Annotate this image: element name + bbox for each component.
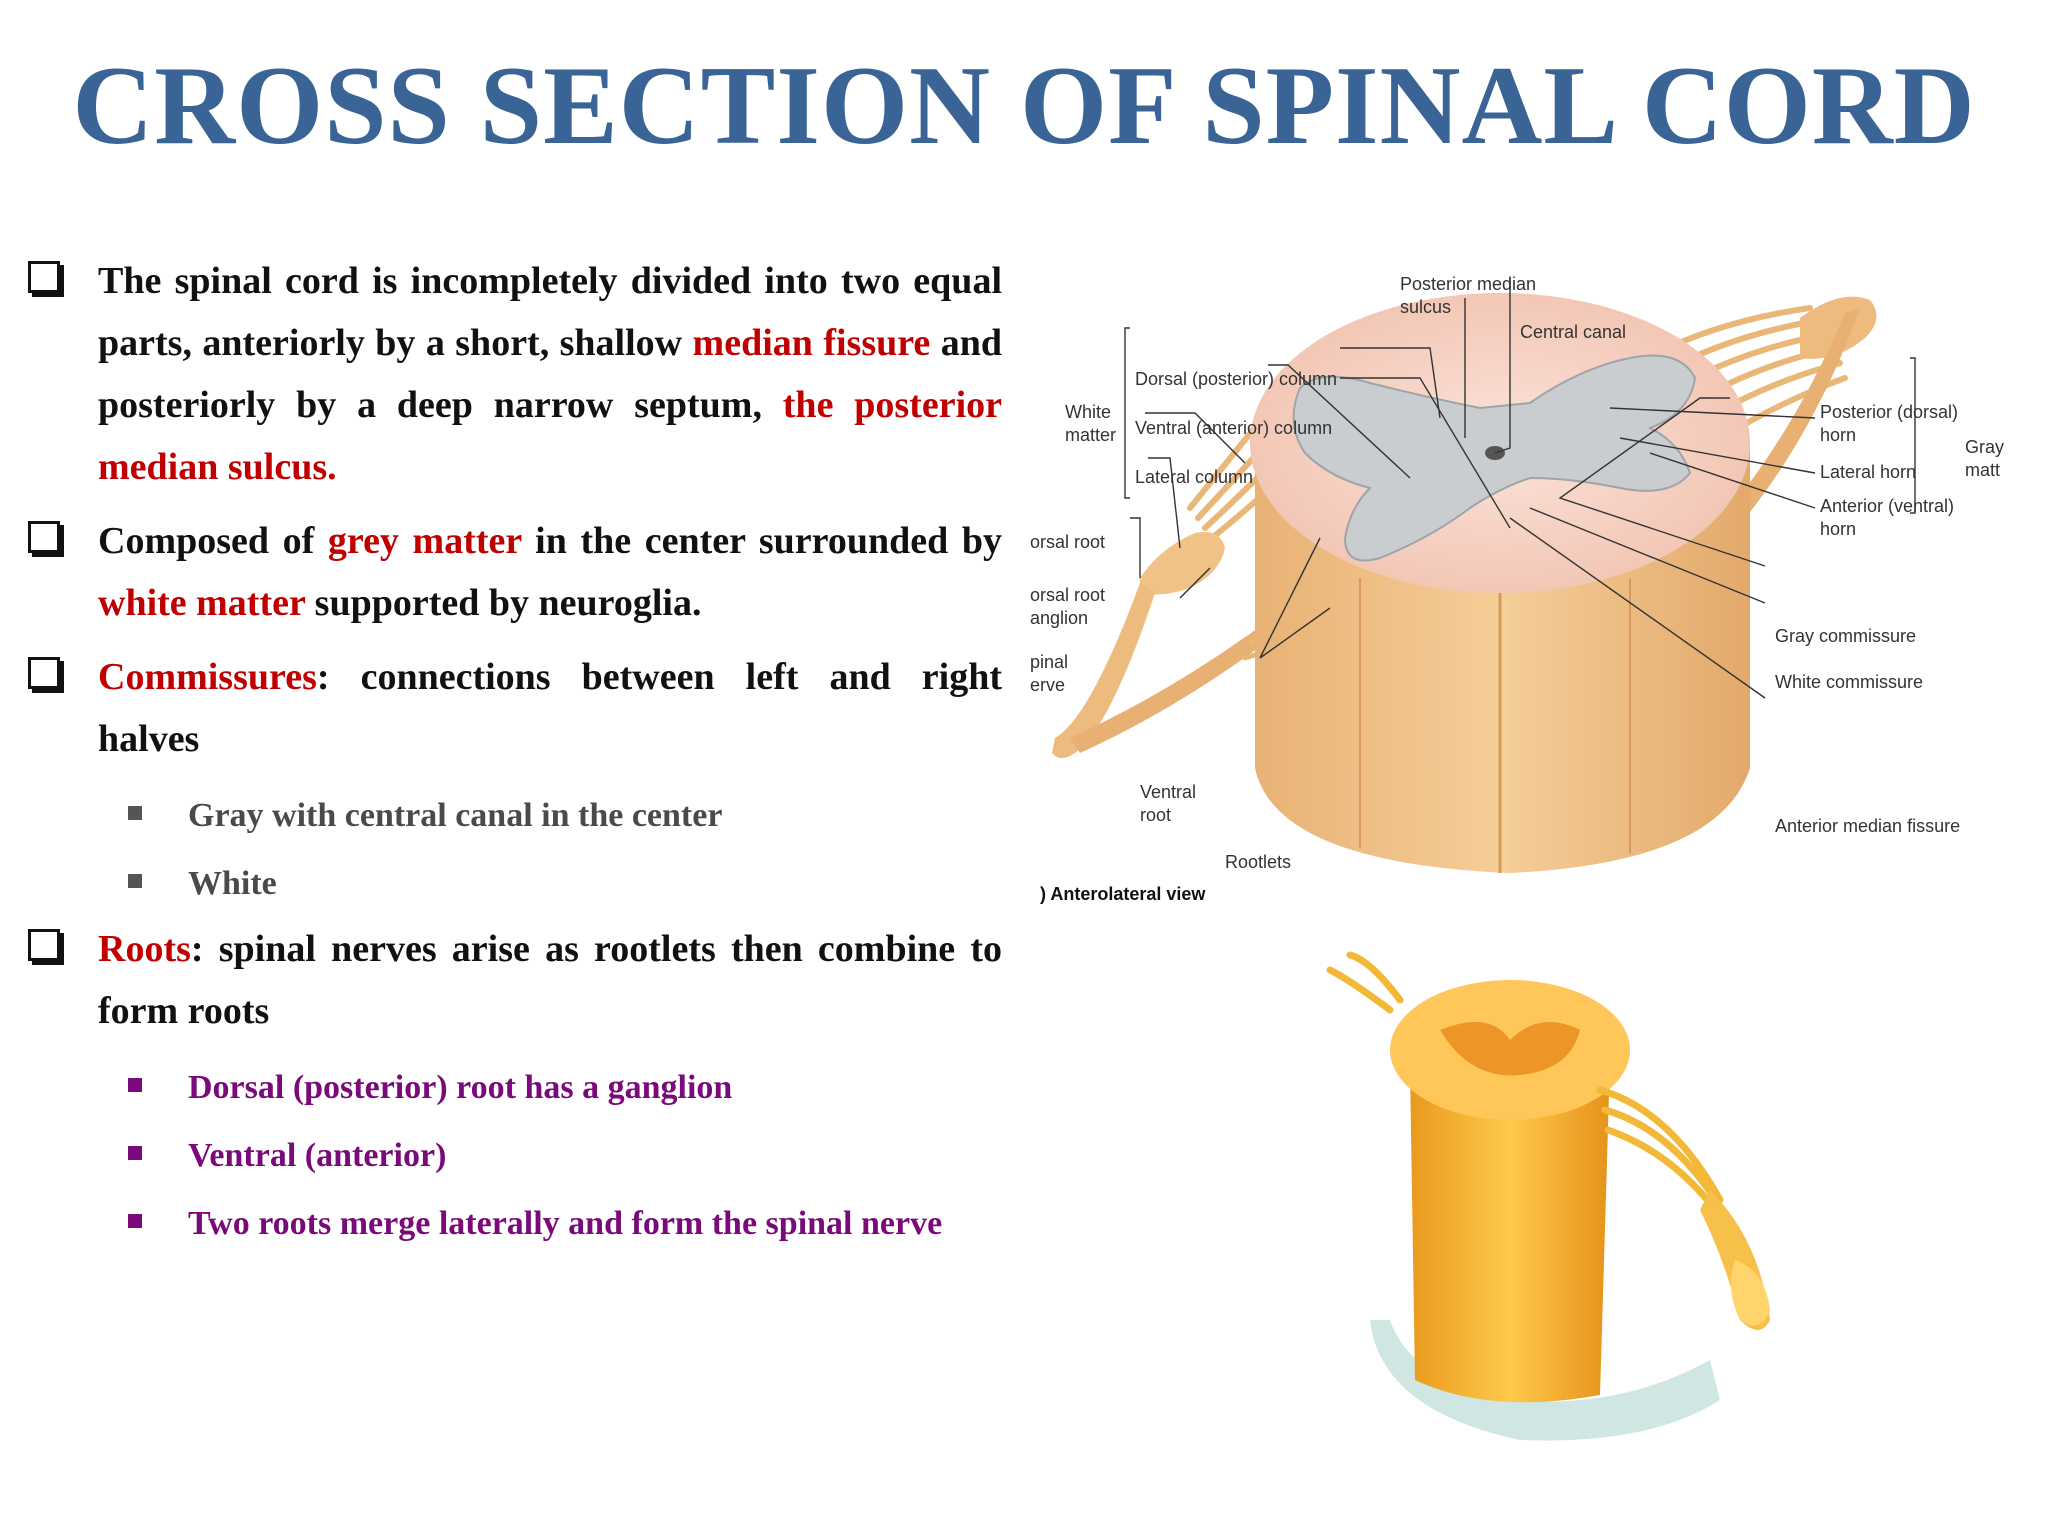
model-grey-matter (1440, 1022, 1580, 1076)
left-spinal-nerve (1052, 583, 1155, 758)
label-spinal-nerve-1: pinal (1030, 652, 1068, 672)
square-bullet-icon (128, 806, 142, 820)
spinal-cord-3d-model (1320, 940, 1820, 1460)
label-ventral-root-2: root (1140, 805, 1171, 825)
spinal-cord-illustration: Posterior median sulcus Central canal Wh… (1030, 274, 2004, 904)
bullet-list: The spinal cord is incompletely divided … (22, 250, 1002, 1258)
label-dorsal-root: orsal root (1030, 532, 1105, 552)
label-lateral-column: Lateral column (1135, 467, 1253, 487)
bullet-item: Roots: spinal nerves arise as rootlets t… (22, 918, 1002, 1042)
label-anterior-horn-2: horn (1820, 519, 1856, 539)
bullet-text-span: The spinal cord is incompletely divided … (98, 260, 1002, 364)
highlight-term: Roots (98, 928, 191, 970)
highlight-term: median fissure (692, 322, 931, 364)
label-white-commissure: White commissure (1775, 672, 1923, 692)
label-gray-commissure: Gray commissure (1775, 626, 1916, 646)
label-gray-matter-2: matt (1965, 460, 2000, 480)
spinal-cord-3d-illustration (1326, 951, 1770, 1441)
page-title: CROSS SECTION OF SPINAL CORD (72, 44, 1976, 168)
square-bullet-icon (128, 1214, 142, 1228)
label-matter: matter (1065, 425, 1116, 445)
bullet-item: Composed of grey matter in the center su… (22, 510, 1002, 634)
bullet-text: The spinal cord is incompletely divided … (98, 250, 1002, 498)
checkbox-bullet-icon (28, 929, 60, 961)
label-rootlets: Rootlets (1225, 852, 1291, 872)
bullet-text-span: in the center surrounded by (521, 520, 1002, 562)
spinal-cord-diagram: Posterior median sulcus Central canal Wh… (1030, 248, 2030, 928)
bullet-text: Composed of grey matter in the center su… (98, 510, 1002, 634)
checkbox-bullet-icon (28, 657, 60, 689)
label-dorsal-root-ganglion-2: anglion (1030, 608, 1088, 628)
bullet-text: Commissures: connections between left an… (98, 646, 1002, 770)
sub-bullet-text: Two roots merge laterally and form the s… (188, 1205, 943, 1242)
left-ventral-root (1070, 608, 1295, 753)
model-cord-body (1410, 1060, 1610, 1403)
label-central-canal: Central canal (1520, 322, 1626, 342)
bullet-item: Commissures: connections between left an… (22, 646, 1002, 770)
label-ventral-column: Ventral (anterior) column (1135, 418, 1332, 438)
sub-bullet-item: White (22, 850, 1002, 918)
label-sulcus: sulcus (1400, 297, 1451, 317)
label-gray-matter-1: Gray (1965, 437, 2004, 457)
label-posterior-median: Posterior median (1400, 274, 1536, 294)
right-spinal-nerve (1705, 308, 1860, 548)
highlight-term: Commissures (98, 656, 317, 698)
square-bullet-icon (128, 1078, 142, 1092)
bullet-text-span: : connections between left and right hal… (98, 656, 1002, 760)
square-bullet-icon (128, 1146, 142, 1160)
sub-bullet-text: Gray with central canal in the center (188, 797, 723, 834)
sub-bullet-item: Dorsal (posterior) root has a ganglion (22, 1054, 1002, 1122)
label-dorsal-root-ganglion-1: orsal root (1030, 585, 1105, 605)
square-bullet-icon (128, 874, 142, 888)
sub-bullet-item: Gray with central canal in the center (22, 782, 1002, 850)
label-anterior-horn-1: Anterior (ventral) (1820, 496, 1954, 516)
highlight-term: the posterior median sulcus. (98, 384, 1003, 488)
label-lateral-horn: Lateral horn (1820, 462, 1916, 482)
bullet-text-span: Composed of (98, 520, 328, 562)
model-sheath (1370, 1320, 1720, 1441)
bullet-text: Roots: spinal nerves arise as rootlets t… (98, 918, 1002, 1042)
label-posterior-horn-1: Posterior (dorsal) (1820, 402, 1958, 422)
bullet-item: The spinal cord is incompletely divided … (22, 250, 1002, 498)
highlight-term: grey matter (327, 520, 522, 562)
sub-bullet-text: White (188, 865, 277, 902)
label-posterior-horn-2: horn (1820, 425, 1856, 445)
sub-bullet-text: Ventral (anterior) (188, 1137, 447, 1174)
label-dorsal-column: Dorsal (posterior) column (1135, 369, 1337, 389)
bullet-text-span: and posteriorly by a deep narrow septum, (98, 322, 1002, 426)
bullet-text-span: : spinal nerves arise as rootlets then c… (98, 928, 1002, 1032)
model-ganglion (1731, 1260, 1770, 1326)
highlight-term: white matter (98, 582, 306, 624)
sub-bullet-item: Two roots merge laterally and form the s… (22, 1190, 1002, 1258)
label-white: White (1065, 402, 1111, 422)
label-spinal-nerve-2: erve (1030, 675, 1065, 695)
label-anterior-median-fissure: Anterior median fissure (1775, 816, 1960, 836)
leader-lines (1124, 278, 1916, 699)
sub-bullet-text: Dorsal (posterior) root has a ganglion (188, 1069, 733, 1106)
checkbox-bullet-icon (28, 521, 60, 553)
checkbox-bullet-icon (28, 261, 60, 293)
left-dorsal-root-ganglion (1140, 532, 1225, 595)
label-anterolateral-view: ) Anterolateral view (1040, 884, 1206, 904)
label-ventral-root-1: Ventral (1140, 782, 1196, 802)
sub-bullet-item: Ventral (anterior) (22, 1122, 1002, 1190)
bullet-text-span: supported by neuroglia. (305, 582, 702, 624)
